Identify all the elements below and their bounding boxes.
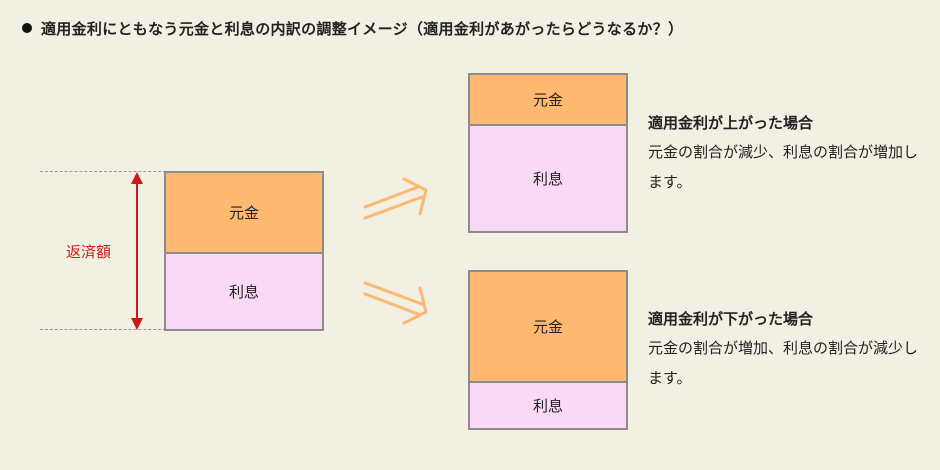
rate-down-block: 元金 利息 <box>468 270 628 430</box>
rate-up-heading: 適用金利が上がった場合 <box>648 114 814 132</box>
rate-up-interest-segment: 利息 <box>470 124 626 231</box>
bullet-icon <box>22 23 32 33</box>
repayment-top-guide <box>40 171 166 172</box>
rate-down-heading: 適用金利が下がった場合 <box>648 310 814 328</box>
rate-down-principal-segment: 元金 <box>470 272 626 381</box>
left-interest-segment: 利息 <box>166 252 322 329</box>
repayment-label: 返済額 <box>66 243 112 261</box>
repayment-double-arrow-icon <box>131 172 143 330</box>
left-interest-label: 利息 <box>228 283 259 301</box>
rate-down-interest-segment: 利息 <box>470 381 626 428</box>
rate-down-principal-label: 元金 <box>532 318 563 336</box>
rate-down-description: 適用金利が下がった場合 元金の割合が増加、利息の割合が減少します。 <box>648 308 918 393</box>
page-title: 適用金利にともなう元金と利息の内訳の調整イメージ（適用金利があがったらどうなるか… <box>41 19 684 38</box>
page-title-row: 適用金利にともなう元金と利息の内訳の調整イメージ（適用金利があがったらどうなるか… <box>22 16 683 40</box>
left-principal-label: 元金 <box>228 204 259 222</box>
left-repayment-block: 元金 利息 <box>164 171 324 331</box>
rate-up-text: 元金の割合が減少、利息の割合が増加します。 <box>648 143 919 191</box>
upper-transition-arrow-icon <box>363 177 428 220</box>
repayment-bottom-guide <box>40 329 166 330</box>
rate-up-principal-segment: 元金 <box>470 75 626 124</box>
left-principal-segment: 元金 <box>166 173 322 252</box>
rate-up-interest-label: 利息 <box>532 170 563 188</box>
rate-up-principal-label: 元金 <box>532 91 563 109</box>
rate-down-interest-label: 利息 <box>532 397 563 415</box>
rate-up-block: 元金 利息 <box>468 73 628 233</box>
rate-up-description: 適用金利が上がった場合 元金の割合が減少、利息の割合が増加します。 <box>648 112 918 197</box>
lower-transition-arrow-icon <box>363 281 428 325</box>
rate-down-text: 元金の割合が増加、利息の割合が減少します。 <box>648 339 919 387</box>
